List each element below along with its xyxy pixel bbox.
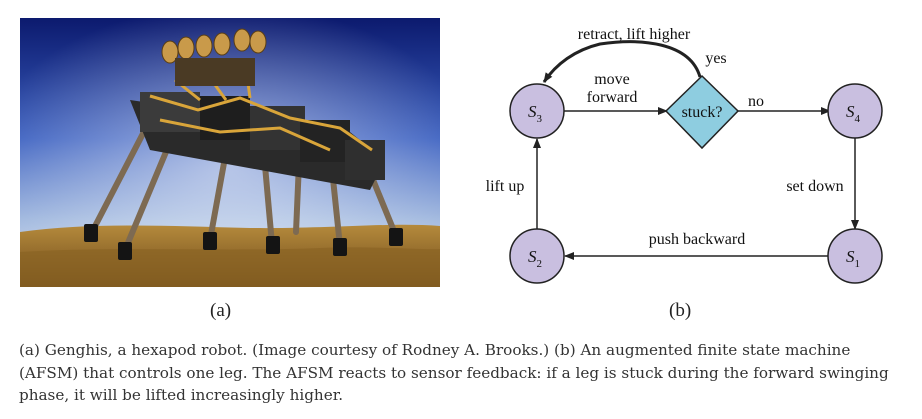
label-lift-up: lift up <box>486 178 525 195</box>
s2-sub: 2 <box>537 258 543 270</box>
s1-sub: 1 <box>855 258 861 270</box>
label-no: no <box>748 93 764 110</box>
state-node-s4: S4 <box>827 83 883 139</box>
s1-base: S <box>846 247 855 266</box>
panel-b-label: (b) <box>669 300 692 321</box>
s3-sub: 3 <box>537 113 543 125</box>
state-node-s1: S1 <box>827 228 883 284</box>
robot-body <box>84 28 403 260</box>
label-yes: yes <box>705 50 726 67</box>
svg-text:S4: S4 <box>846 102 861 125</box>
label-retract: retract, lift higher <box>578 26 691 43</box>
svg-text:S1: S1 <box>846 247 860 270</box>
state-node-s3: S3 <box>509 83 565 139</box>
label-move: move <box>594 71 630 88</box>
label-set-down: set down <box>786 178 843 195</box>
svg-text:S3: S3 <box>528 102 543 125</box>
state-node-s2: S2 <box>509 228 565 284</box>
edge-stuck-to-s3 <box>542 40 702 83</box>
s3-base: S <box>528 102 537 121</box>
label-push-backward: push backward <box>649 231 745 248</box>
figure-caption: (a) Genghis, a hexapod robot. (Image cou… <box>19 341 889 404</box>
figure: (a) stuck? S3 S4 S2 <box>20 18 883 321</box>
svg-text:S2: S2 <box>528 247 542 270</box>
robot-photo <box>20 18 440 287</box>
s2-base: S <box>528 247 537 266</box>
decision-label: stuck? <box>682 104 723 121</box>
s4-base: S <box>846 102 855 121</box>
s4-sub: 4 <box>855 113 861 125</box>
afsm-diagram: stuck? S3 S4 S2 S1 retract, lift higher … <box>486 26 883 284</box>
stuck-decision-node <box>664 74 740 150</box>
panel-a-label: (a) <box>210 300 232 321</box>
label-forward: forward <box>587 89 638 106</box>
